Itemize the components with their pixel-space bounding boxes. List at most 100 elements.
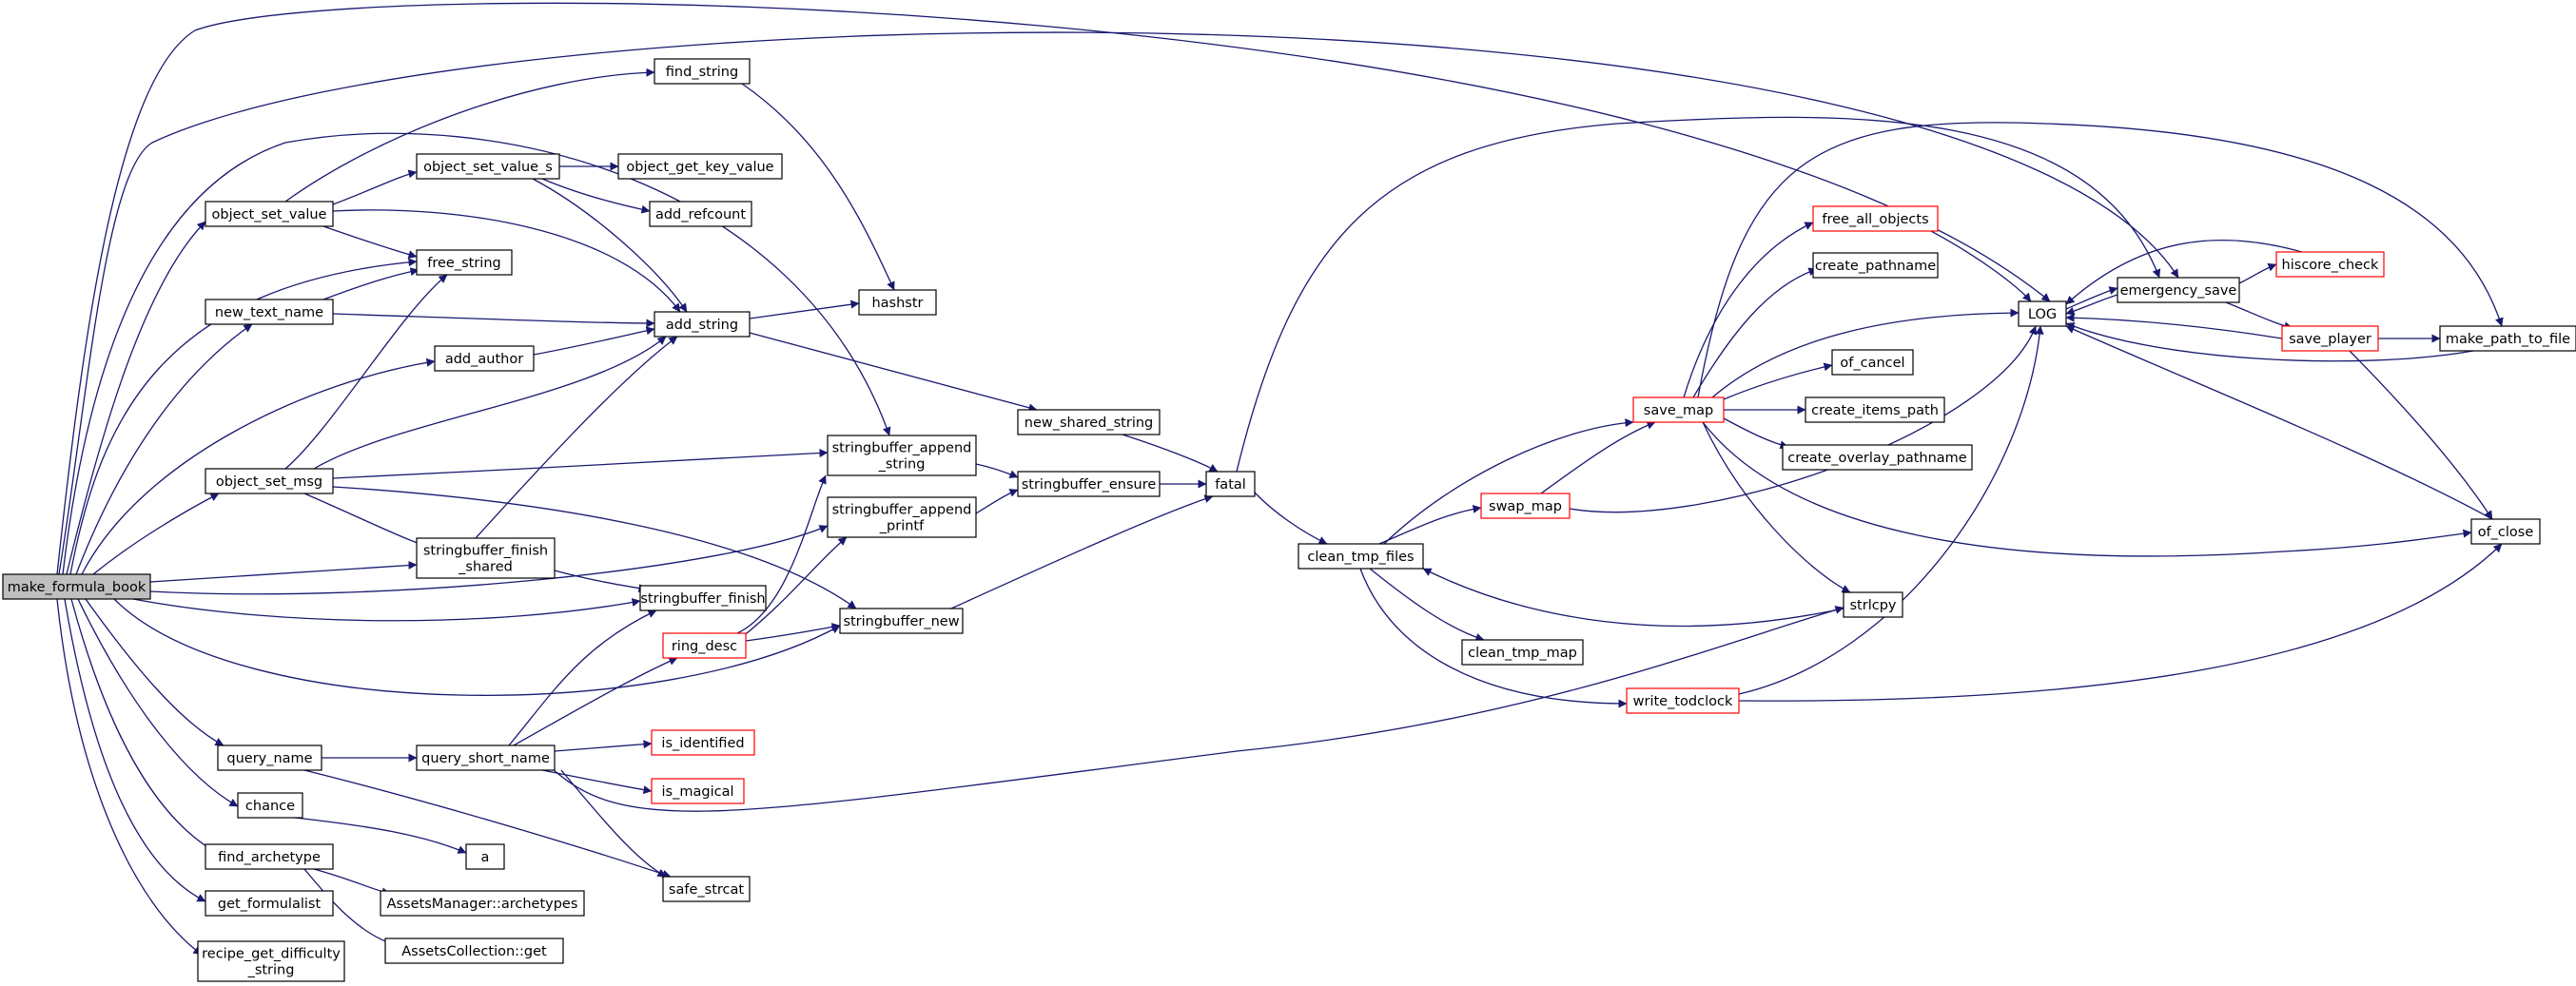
call-edge-stringbuffer-append-string-to-stringbuffer-ensure xyxy=(975,463,1019,478)
node-free-all-objects[interactable]: free_all_objects xyxy=(1812,205,1939,232)
node-label: query_short_name xyxy=(421,751,550,766)
node-label: new_text_name xyxy=(215,305,323,320)
node-stringbuffer-append-printf[interactable]: stringbuffer_append_printf xyxy=(827,496,977,538)
node-create-items-path[interactable]: create_items_path xyxy=(1805,396,1945,423)
node-label: stringbuffer_new xyxy=(843,614,959,629)
call-edges xyxy=(56,2,2504,956)
node-stringbuffer-finish[interactable]: stringbuffer_finish xyxy=(639,585,767,611)
node-new-text-name[interactable]: new_text_name xyxy=(205,299,334,325)
node-box xyxy=(1831,349,1914,376)
call-edge-chance-to-a xyxy=(294,817,467,854)
node-label: free_string xyxy=(427,256,500,271)
node-box xyxy=(217,744,322,771)
node-add-author[interactable]: add_author xyxy=(434,345,535,372)
node-box xyxy=(1782,444,1973,471)
node-label: ring_desc xyxy=(672,639,737,654)
node-hiscore-check[interactable]: hiscore_check xyxy=(2275,251,2385,278)
node-ring-desc[interactable]: ring_desc xyxy=(662,632,747,659)
call-edge-clean-tmp-files-to-save-map xyxy=(1383,418,1634,545)
node-box xyxy=(617,153,783,180)
node-label: clean_tmp_files xyxy=(1307,550,1414,565)
node-new-shared-string[interactable]: new_shared_string xyxy=(1017,409,1161,435)
node-is-magical[interactable]: is_magical xyxy=(651,778,745,804)
node-swap-map[interactable]: swap_map xyxy=(1480,493,1571,519)
node-label: add_author xyxy=(445,352,523,367)
call-edge-find-string-to-hashstr xyxy=(741,83,895,291)
node-object-set-value-s[interactable]: object_set_value_s xyxy=(416,153,560,180)
node-find-archetype[interactable]: find_archetype xyxy=(205,843,334,870)
node-query-name[interactable]: query_name xyxy=(217,744,322,771)
node-free-string[interactable]: free_string xyxy=(416,249,513,276)
node-write-todclock[interactable]: write_todclock xyxy=(1626,687,1740,714)
call-edge-emergency-save-to-hiscore-check xyxy=(2238,262,2277,284)
node-assets-collection-get[interactable]: AssetsCollection::get xyxy=(384,938,564,964)
node-box xyxy=(827,496,977,538)
node-fatal[interactable]: fatal xyxy=(1205,471,1256,497)
call-edge-emergency-save-to-log xyxy=(2065,294,2118,316)
node-label: object_set_value_s xyxy=(423,160,553,175)
node-object-set-msg[interactable]: object_set_msg xyxy=(205,468,334,494)
node-label: LOG xyxy=(2028,307,2057,322)
node-is-identified[interactable]: is_identified xyxy=(651,729,755,756)
node-chance[interactable]: chance xyxy=(237,792,303,819)
node-box xyxy=(827,435,977,476)
node-assets-manager-archetypes[interactable]: AssetsManager::archetypes xyxy=(380,890,585,917)
node-create-pathname[interactable]: create_pathname xyxy=(1812,252,1939,279)
node-hashstr[interactable]: hashstr xyxy=(858,289,937,316)
call-edge-stringbuffer-new-to-fatal xyxy=(950,494,1214,609)
node-query-short-name[interactable]: query_short_name xyxy=(416,744,556,771)
call-edge-make-formula-book-to-stringbuffer-append-string xyxy=(62,132,891,575)
node-box xyxy=(1480,493,1571,519)
node-label: hiscore_check xyxy=(2282,258,2379,273)
node-emergency-save[interactable]: emergency_save xyxy=(2117,277,2240,303)
node-clean-tmp-map[interactable]: clean_tmp_map xyxy=(1461,639,1584,666)
node-object-get-key-value[interactable]: object_get_key_value xyxy=(617,153,783,180)
node-box xyxy=(416,537,556,579)
node-label: object_set_msg xyxy=(216,474,322,490)
node-get-formulalist[interactable]: get_formulalist xyxy=(205,890,334,917)
call-edge-clean-tmp-files-to-write-todclock xyxy=(1359,568,1628,708)
node-box xyxy=(2439,325,2576,352)
node-stringbuffer-ensure[interactable]: stringbuffer_ensure xyxy=(1017,471,1161,497)
node-box xyxy=(2281,325,2379,352)
call-edge-object-set-msg-to-free-string xyxy=(284,274,448,470)
call-edge-object-set-msg-to-add-string xyxy=(313,336,667,470)
node-strlcpy[interactable]: strlcpy xyxy=(1843,591,1903,618)
node-label: object_set_value xyxy=(212,207,327,222)
node-box xyxy=(205,201,334,227)
node-stringbuffer-new[interactable]: stringbuffer_new xyxy=(839,608,964,634)
node-of-close[interactable]: of_close xyxy=(2470,518,2541,545)
node-label: create_items_path xyxy=(1811,403,1939,418)
call-edge-ring-desc-to-stringbuffer-append-printf xyxy=(741,536,848,638)
node-make-formula-book[interactable]: make_formula_book xyxy=(2,573,151,600)
node-safe-strcat[interactable]: safe_strcat xyxy=(662,876,751,902)
node-box xyxy=(858,289,937,316)
node-label: _string xyxy=(878,457,926,473)
node-create-overlay-pathname[interactable]: create_overlay_pathname xyxy=(1782,444,1973,471)
node-save-map[interactable]: save_map xyxy=(1632,396,1725,423)
node-find-string[interactable]: find_string xyxy=(654,58,751,85)
node-make-path-to-file[interactable]: make_path_to_file xyxy=(2439,325,2576,352)
node-clean-tmp-files[interactable]: clean_tmp_files xyxy=(1298,543,1424,570)
node-add-refcount[interactable]: add_refcount xyxy=(649,201,752,227)
call-edge-new-text-name-to-free-string xyxy=(322,267,420,300)
node-stringbuffer-append-string[interactable]: stringbuffer_append_string xyxy=(827,435,977,476)
node-save-player[interactable]: save_player xyxy=(2281,325,2379,352)
call-edge-make-formula-book-to-stringbuffer-finish xyxy=(132,598,641,622)
node-label: add_refcount xyxy=(655,207,746,222)
call-edge-new-text-name-to-add-string xyxy=(332,313,655,328)
node-of-cancel[interactable]: of_cancel xyxy=(1831,349,1914,376)
call-edge-object-set-msg-to-stringbuffer-new xyxy=(332,486,857,609)
node-box xyxy=(384,938,564,964)
call-edge-make-formula-book-to-emergency-save xyxy=(58,31,2179,575)
node-label: query_name xyxy=(226,751,312,766)
node-stringbuffer-finish-shared[interactable]: stringbuffer_finish_shared xyxy=(416,537,556,579)
node-label: is_identified xyxy=(661,736,744,751)
call-edge-hiscore-check-to-log xyxy=(2065,240,2303,305)
node-log[interactable]: LOG xyxy=(2018,300,2067,327)
node-object-set-value[interactable]: object_set_value xyxy=(205,201,334,227)
call-edge-make-formula-book-to-get-formulalist xyxy=(64,598,206,902)
node-add-string[interactable]: add_string xyxy=(654,311,751,338)
node-a[interactable]: a xyxy=(465,843,505,870)
node-recipe-get-difficulty-string[interactable]: recipe_get_difficulty_string xyxy=(197,940,345,982)
